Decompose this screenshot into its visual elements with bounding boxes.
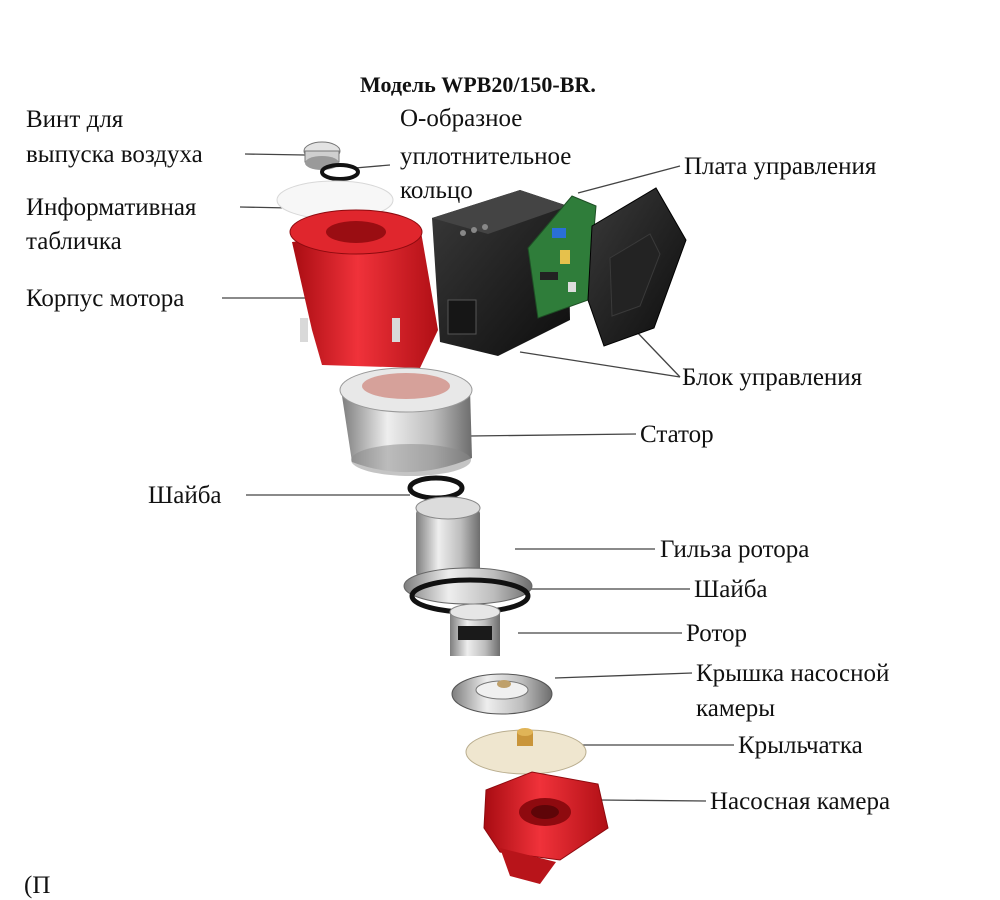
label-impeller: Крыльчатка [738,732,863,759]
label-o-ring-line3: кольцо [400,177,473,204]
pump-chamber [483,771,609,884]
stator [339,367,473,476]
label-washer-upper: Шайба [148,482,222,509]
label-o-ring-line2: уплотнительное [400,143,572,170]
impeller [465,728,587,775]
control-unit [432,190,570,356]
rotor [449,603,501,656]
label-control-unit: Блок управления [682,364,863,391]
label-motor-housing: Корпус мотора [26,285,185,312]
label-washer-lower: Шайба [694,576,768,603]
label-chamber-cover-line1: Крышка насосной [696,660,890,687]
label-o-ring-line1: О-образное [400,105,523,132]
label-info-plate-line2: табличка [26,228,122,255]
washer-upper [407,475,465,501]
label-air-vent-screw-line2: выпуска воздуха [26,141,203,168]
control-cover [587,187,687,347]
label-pump-chamber: Насосная камера [710,788,891,815]
footer-text-fragment: (П [24,872,51,899]
motor-housing [289,209,438,368]
label-rotor-sleeve: Гильза ротора [660,536,810,563]
label-rotor: Ротор [686,620,748,647]
o-ring [320,163,360,181]
pump-chamber-cover [451,673,553,715]
label-chamber-cover-line2: камеры [696,695,776,722]
label-control-board: Плата управления [684,153,877,180]
label-air-vent-screw-line1: Винт для [26,106,124,133]
label-stator: Статор [640,421,714,448]
label-info-plate-line1: Информативная [26,194,197,221]
diagram-title: Модель WPB20/150-BR. [360,72,596,97]
leader-lines [222,153,734,802]
